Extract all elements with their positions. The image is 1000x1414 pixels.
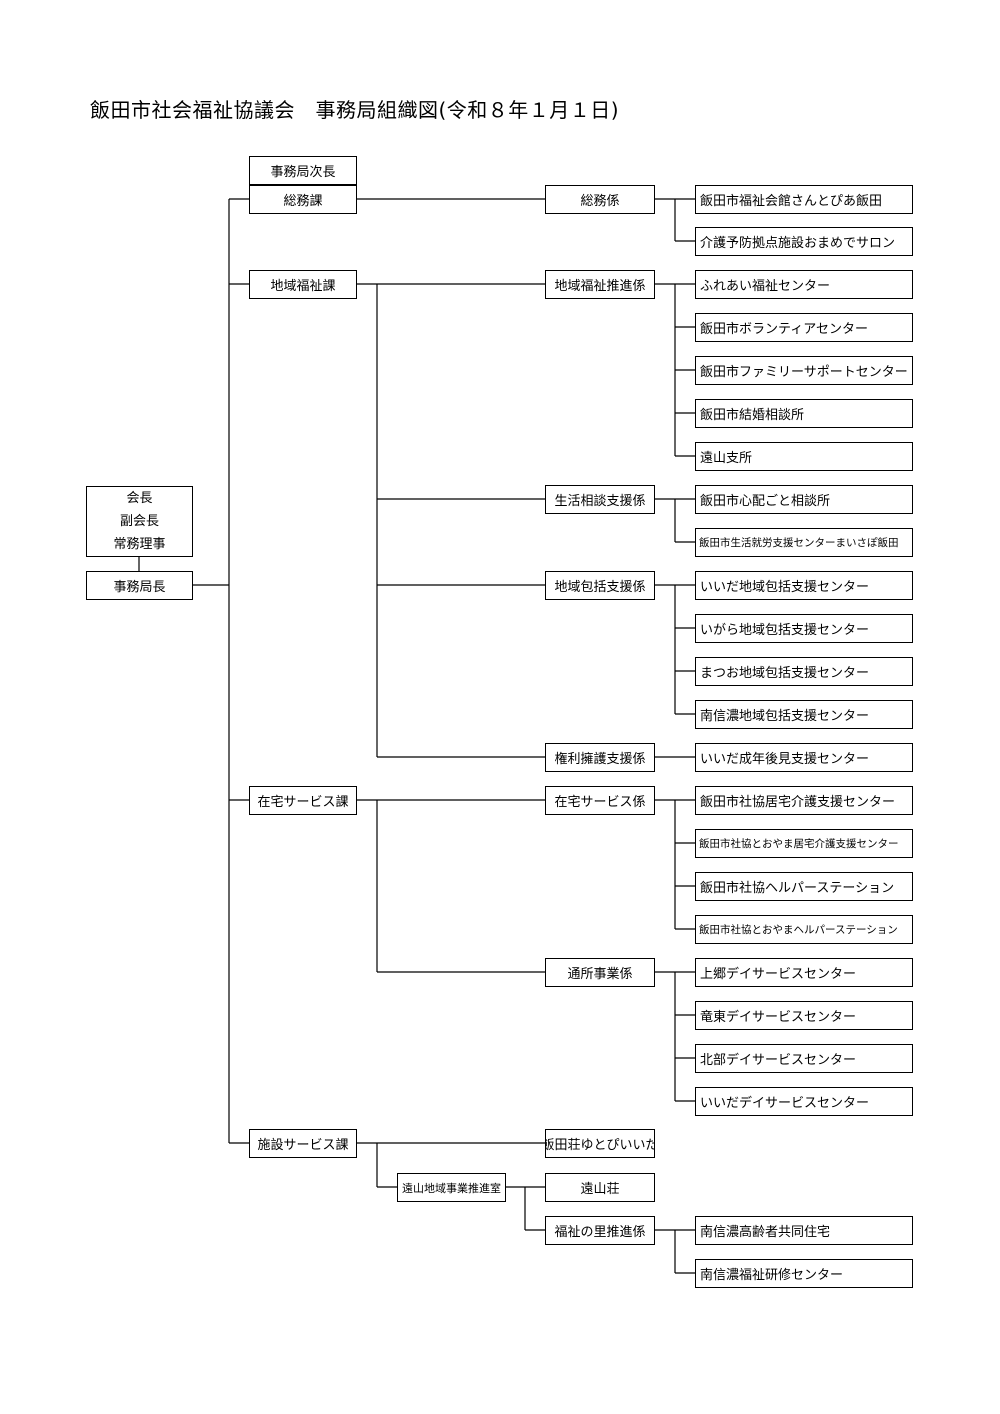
section-general-affairs: 総務係 <box>545 185 655 214</box>
section-fukushi-no-sato: 福祉の里推進係 <box>545 1216 655 1245</box>
executive-president: 会長 <box>126 491 153 506</box>
facility-tooyama-sou: 遠山荘 <box>545 1173 655 1202</box>
unit-box: 介護予防拠点施設おまめでサロン <box>695 227 913 256</box>
unit-box: 竜東デイサービスセンター <box>695 1001 913 1030</box>
unit-box: まつお地域包括支援センター <box>695 657 913 686</box>
unit-box: いいだ成年後見支援センター <box>695 743 913 772</box>
unit-box: 遠山支所 <box>695 442 913 471</box>
unit-box: 飯田市社協居宅介護支援センター <box>695 786 913 815</box>
unit-box: 飯田市生活就労支援センターまいさぽ飯田 <box>695 528 913 557</box>
unit-box: 南信濃地域包括支援センター <box>695 700 913 729</box>
section-day-services: 通所事業係 <box>545 958 655 987</box>
unit-box: 上郷デイサービスセンター <box>695 958 913 987</box>
section-life-consultation: 生活相談支援係 <box>545 485 655 514</box>
section-comprehensive-support: 地域包括支援係 <box>545 571 655 600</box>
unit-box: 飯田市社協ヘルパーステーション <box>695 872 913 901</box>
executives-box: 会長 副会長 常務理事 <box>86 486 193 557</box>
section-rights-advocacy: 権利擁護支援係 <box>545 743 655 772</box>
unit-box: 飯田市社協とおやまヘルパーステーション <box>695 915 913 944</box>
unit-box: 飯田市結婚相談所 <box>695 399 913 428</box>
unit-box: 飯田市社協とおやま居宅介護支援センター <box>695 829 913 858</box>
dept-home-services: 在宅サービス課 <box>249 786 357 815</box>
dept-community-welfare: 地域福祉課 <box>249 270 357 299</box>
unit-box: ふれあい福祉センター <box>695 270 913 299</box>
dept-facility-services: 施設サービス課 <box>249 1129 357 1158</box>
executive-vice-president: 副会長 <box>119 514 159 529</box>
facility-iida-sou: 飯田荘ゆとぴいいだ <box>545 1129 655 1158</box>
unit-box: 南信濃高齢者共同住宅 <box>695 1216 913 1245</box>
section-community-welfare-promotion: 地域福祉推進係 <box>545 270 655 299</box>
unit-box: いいだ地域包括支援センター <box>695 571 913 600</box>
unit-box: いがら地域包括支援センター <box>695 614 913 643</box>
deputy-secretary-general-box: 事務局次長 <box>249 156 357 185</box>
unit-box: 飯田市心配ごと相談所 <box>695 485 913 514</box>
secretary-general-box: 事務局長 <box>86 571 193 600</box>
dept-general-affairs: 総務課 <box>249 185 357 214</box>
unit-box: 飯田市ボランティアセンター <box>695 313 913 342</box>
office-tooyama: 遠山地域事業推進室 <box>397 1173 506 1202</box>
unit-box: 北部デイサービスセンター <box>695 1044 913 1073</box>
unit-box: 飯田市福祉会館さんとぴあ飯田 <box>695 185 913 214</box>
section-home-services: 在宅サービス係 <box>545 786 655 815</box>
unit-box: 南信濃福祉研修センター <box>695 1259 913 1288</box>
page-title: 飯田市社会福祉協議会 事務局組織図(令和８年１月１日) <box>90 98 620 122</box>
unit-box: 飯田市ファミリーサポートセンター <box>695 356 913 385</box>
executive-managing-director: 常務理事 <box>113 537 166 552</box>
unit-box: いいだデイサービスセンター <box>695 1087 913 1116</box>
